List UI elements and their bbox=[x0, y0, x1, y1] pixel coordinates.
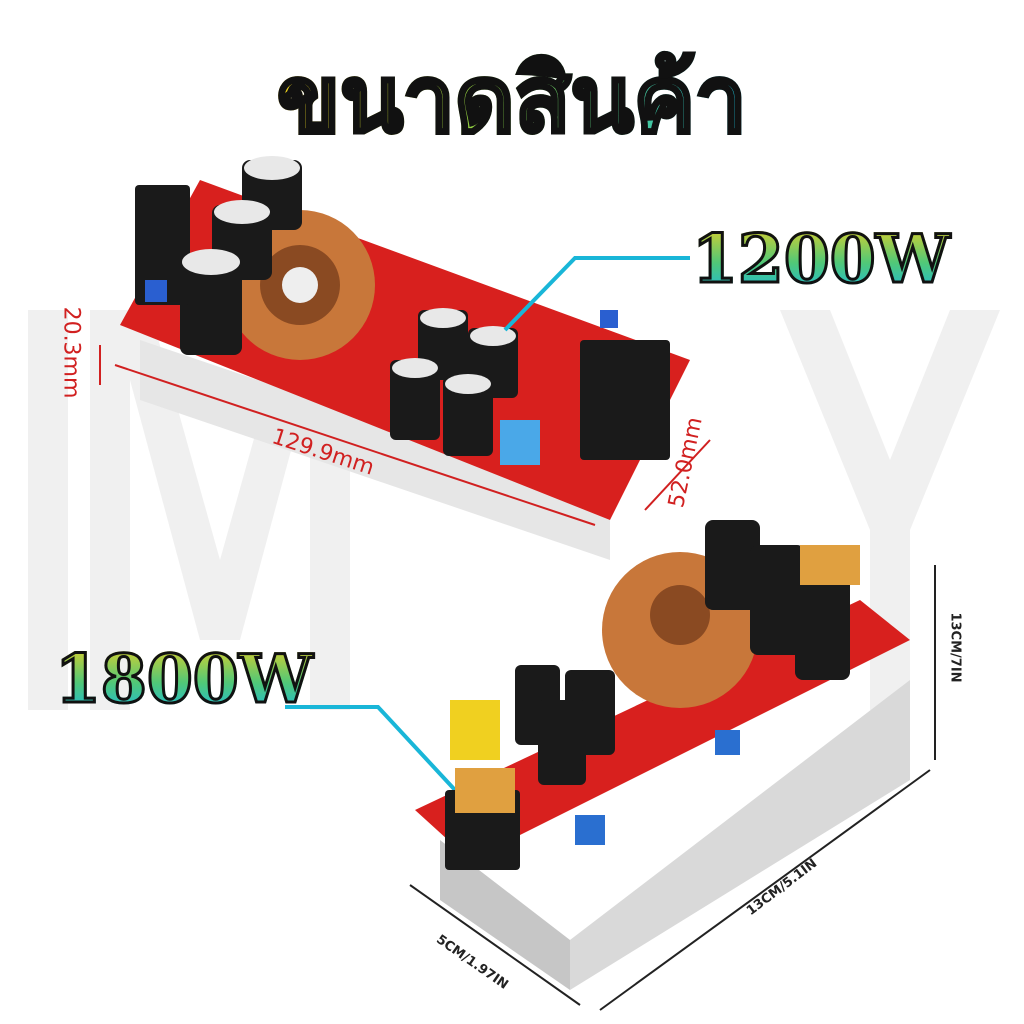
callout-lines bbox=[285, 256, 690, 792]
top-board-1200w bbox=[120, 156, 690, 560]
bottom-dimension-lines bbox=[409, 565, 936, 1011]
power-label-1800w: 1800W bbox=[54, 639, 315, 720]
page-title: ขนาดสินค้า bbox=[275, 44, 748, 155]
power-label-1200w: 1200W bbox=[691, 219, 952, 300]
bottom-board-1800w bbox=[415, 520, 910, 990]
bottom-height-label: 13CM/7IN bbox=[947, 612, 963, 683]
top-height-label: 20.3mm bbox=[58, 306, 84, 399]
top-dimension-lines bbox=[99, 345, 711, 526]
